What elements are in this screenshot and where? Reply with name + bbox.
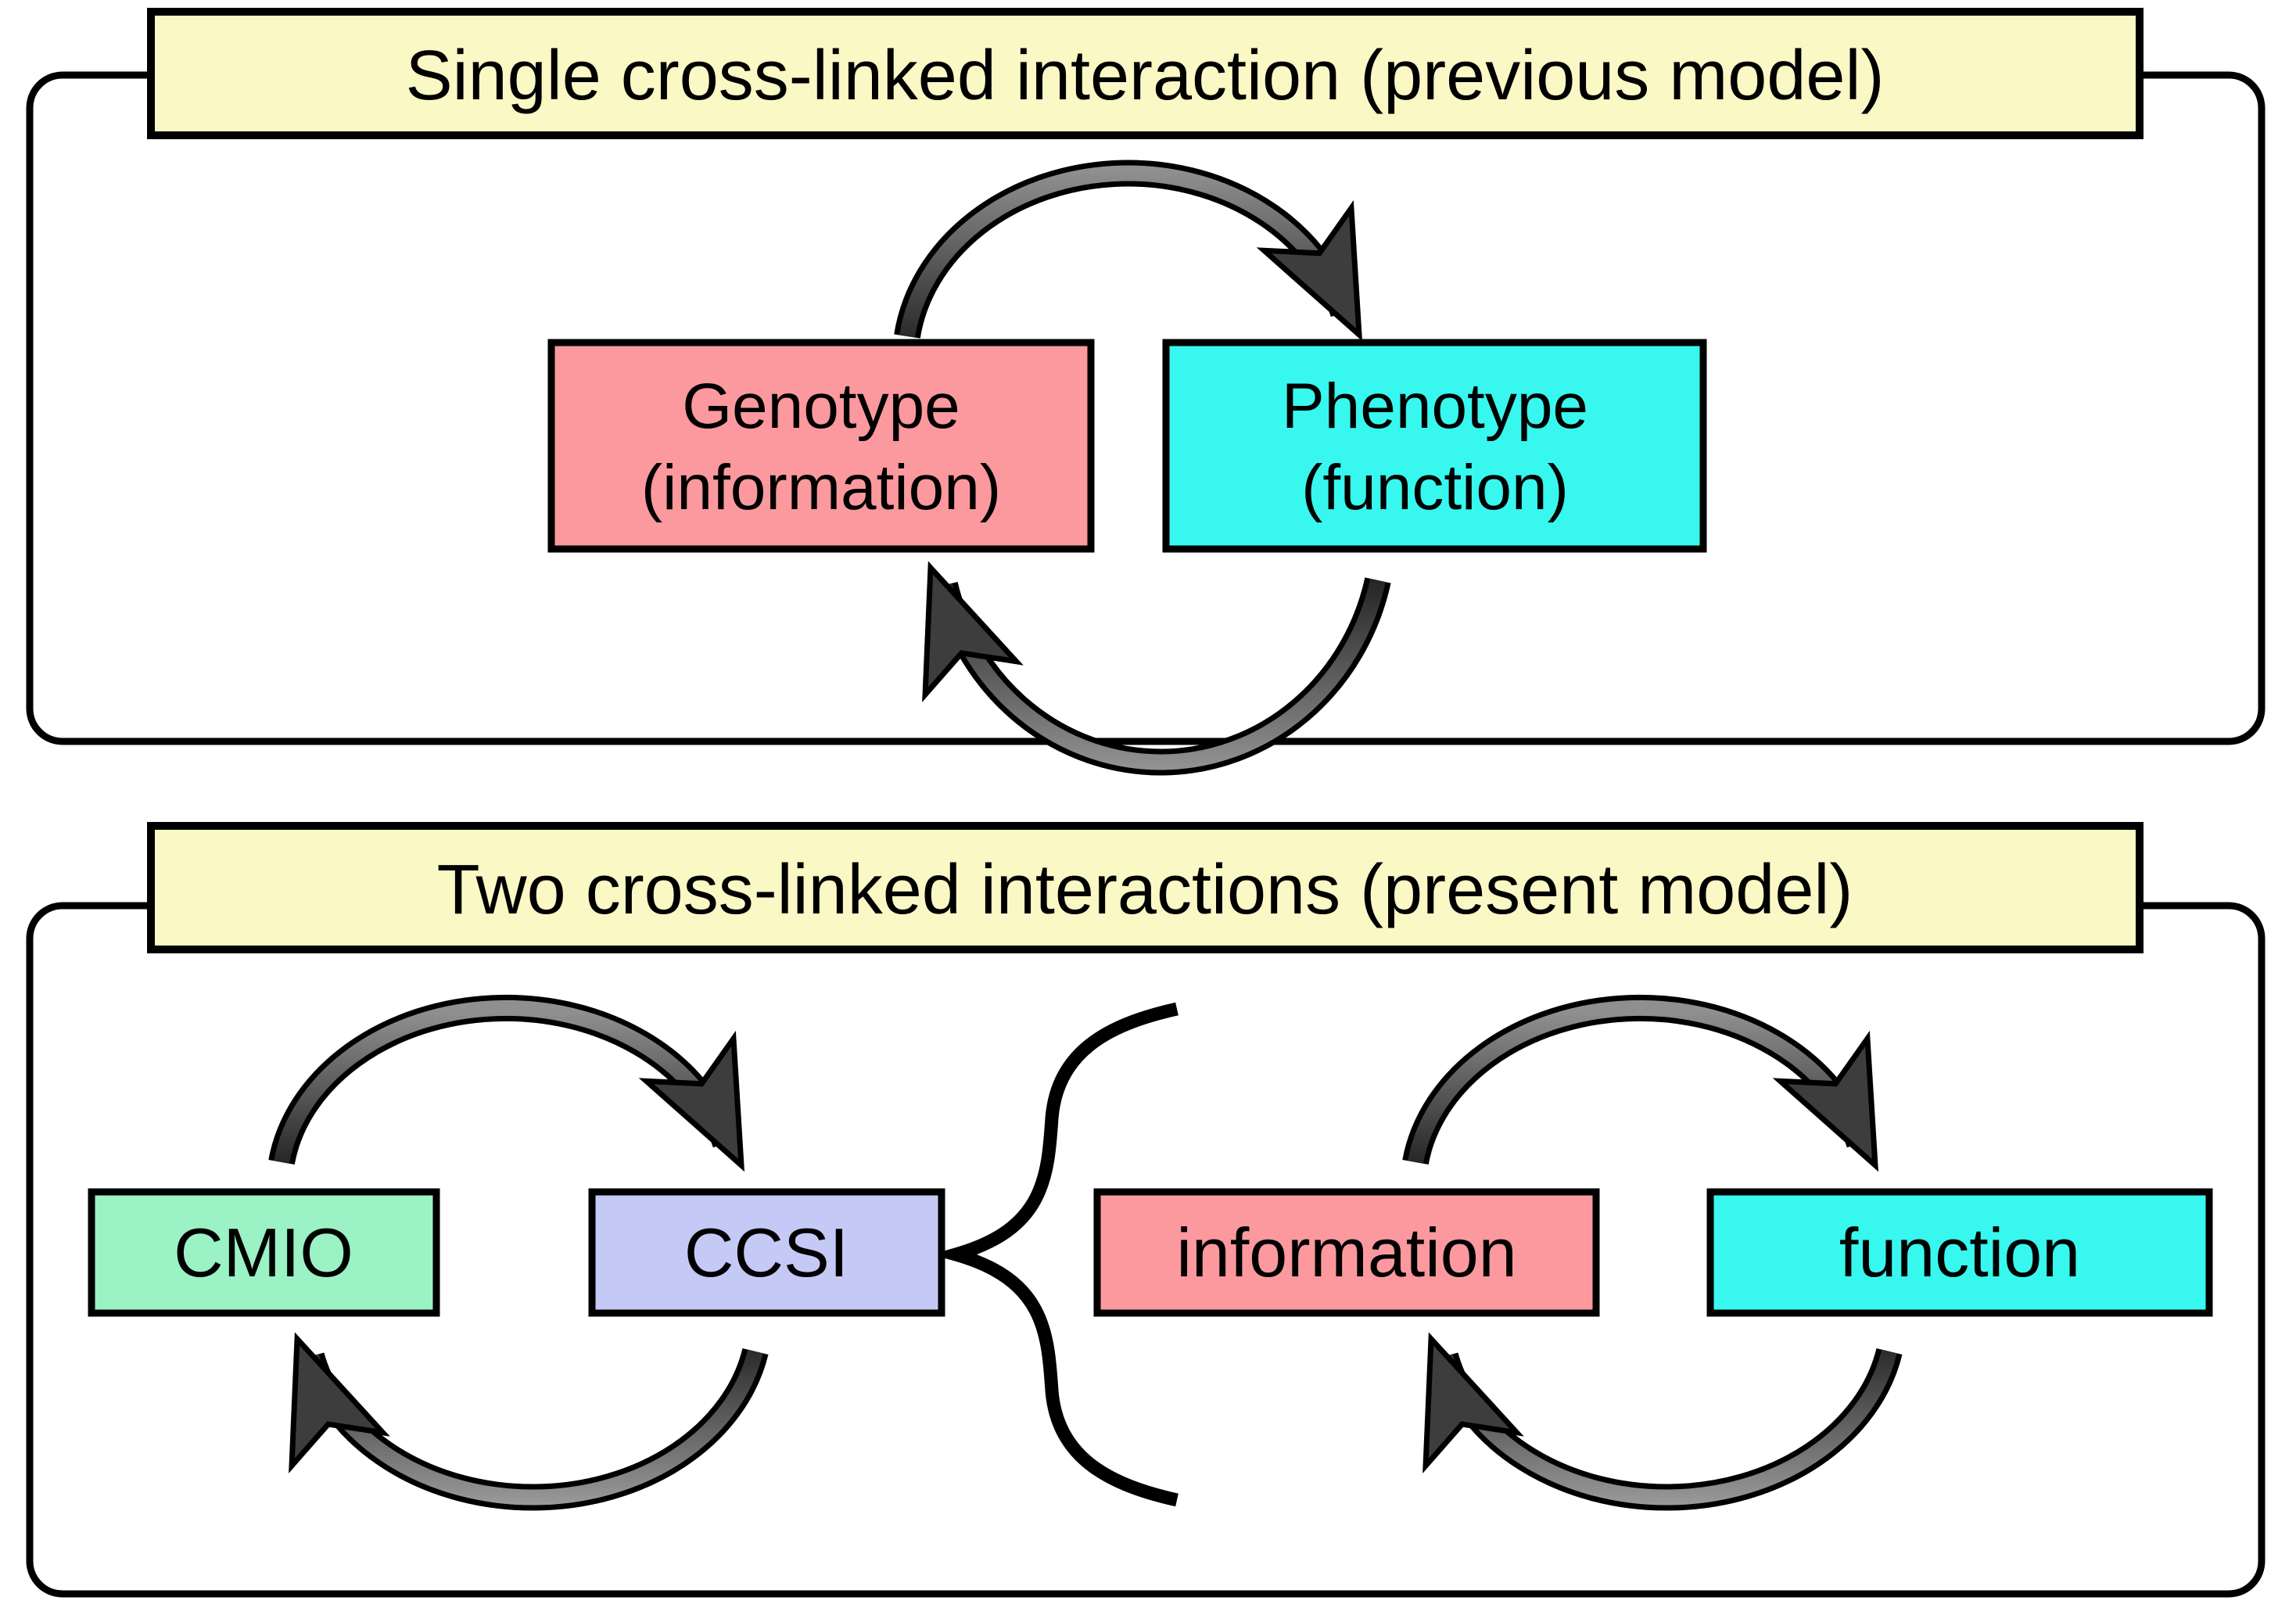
ccsi-label: CCSI	[684, 1214, 848, 1291]
arrow-arc-body	[899, 165, 1351, 338]
function-label: function	[1839, 1214, 2080, 1291]
phenotype-label-line1: Phenotype	[1282, 371, 1588, 442]
arrow-cmio-to-ccsi	[268, 994, 745, 1172]
arrow-ccsi-to-cmio	[289, 1332, 769, 1511]
panel-previous-title: Single cross-linked interaction (previou…	[406, 37, 1885, 115]
brace	[931, 1002, 1178, 1507]
arrow-phenotype-to-genotype	[922, 561, 1391, 776]
panel-previous-title-bar	[147, 8, 2144, 139]
arrowhead-icon	[1256, 199, 1363, 342]
phenotype-box	[1162, 339, 1707, 553]
genotype-box	[547, 339, 1095, 553]
arrowhead-icon	[289, 1332, 390, 1473]
cmio-label: CMIO	[174, 1214, 353, 1291]
arrow-genotype-to-phenotype	[894, 160, 1363, 342]
panel-present-title-bar	[147, 822, 2144, 953]
genotype-label-line1: Genotype	[682, 371, 960, 442]
arrow-information-to-function	[1402, 994, 1879, 1172]
arrow-arc-body	[1408, 1000, 1867, 1164]
arrowhead-icon	[1422, 1332, 1524, 1473]
genotype-label-line2: (information)	[641, 452, 1001, 523]
information-label: information	[1176, 1214, 1516, 1291]
information-box	[1093, 1188, 1600, 1317]
arrowhead-icon	[1772, 1030, 1879, 1172]
phenotype-label-line2: (function)	[1301, 452, 1569, 523]
arrow-arc-body	[937, 578, 1386, 770]
panel-present: Two cross-linked interactions (present m…	[26, 822, 2266, 1598]
panel-present-title: Two cross-linked interactions (present m…	[437, 851, 1853, 929]
cmio-box	[88, 1188, 440, 1317]
arrowhead-icon	[638, 1030, 745, 1172]
arrowhead-icon	[922, 561, 1024, 702]
arrow-function-to-information	[1422, 1332, 1903, 1511]
ccsi-box	[588, 1188, 945, 1317]
arrow-arc-body	[274, 1000, 734, 1164]
function-box	[1706, 1188, 2213, 1317]
panel-previous: Single cross-linked interaction (previou…	[26, 8, 2266, 776]
